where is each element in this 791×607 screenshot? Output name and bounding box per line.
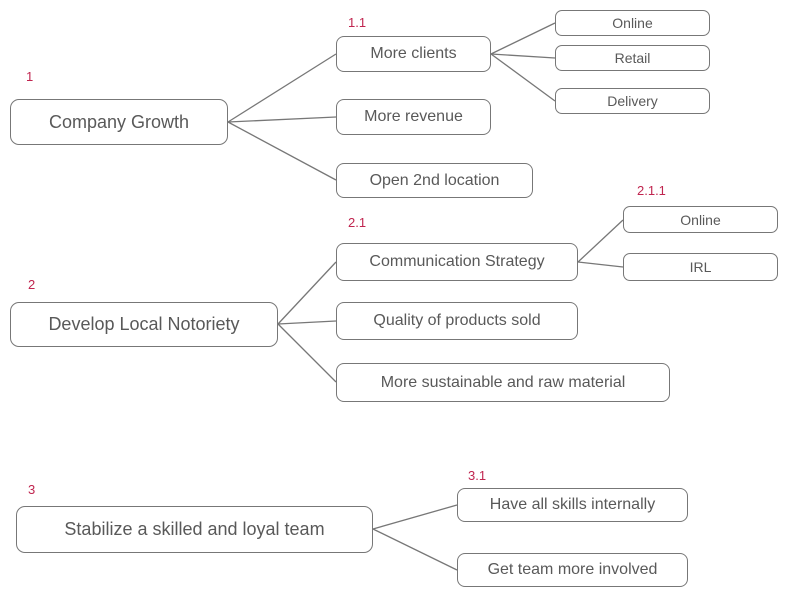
node-online-communication[interactable]: Online [623,206,778,233]
node-irl[interactable]: IRL [623,253,778,281]
node-communication-strategy[interactable]: Communication Strategy [336,243,578,281]
number-label-stabilize-team: 3 [28,482,36,497]
connector-company-growth-more-clients [227,53,337,123]
connector-communication-strategy-online [577,219,624,263]
number-label-online-communication: 2.1.1 [637,183,666,198]
node-online-clients[interactable]: Online [555,10,710,36]
node-retail[interactable]: Retail [555,45,710,71]
node-label-get-team-more-involved: Get team more involved [487,561,658,578]
node-get-team-more-involved[interactable]: Get team more involved [457,553,688,587]
connector-company-growth-more-revenue [227,116,337,123]
connector-more-clients-delivery [490,53,556,102]
connector-more-clients-online [490,22,556,55]
connector-communication-strategy-irl [577,261,624,268]
node-label-company-growth: Company Growth [48,111,190,132]
node-label-retail: Retail [614,50,651,66]
node-delivery[interactable]: Delivery [555,88,710,114]
connector-develop-local-notoriety-quality-of-products-sold [277,320,337,325]
node-label-open-2nd-location: Open 2nd location [369,171,500,189]
node-open-2nd-location[interactable]: Open 2nd location [336,163,533,198]
node-more-clients[interactable]: More clients [336,36,491,72]
node-develop-local-notoriety[interactable]: Develop Local Notoriety [10,302,278,347]
node-label-more-clients: More clients [370,45,457,62]
number-label-more-clients: 1.1 [348,15,367,30]
connector-more-clients-retail [490,53,556,59]
node-quality-of-products-sold[interactable]: Quality of products sold [336,302,578,340]
number-label-company-growth: 1 [26,69,34,84]
connector-develop-local-notoriety-more-sustainable [277,323,337,383]
node-label-quality-of-products-sold: Quality of products sold [373,312,541,329]
node-label-develop-local-notoriety: Develop Local Notoriety [48,314,240,334]
node-company-growth[interactable]: Company Growth [10,99,228,145]
connector-stabilize-team-get-team-more-involved [372,528,458,571]
node-more-sustainable-and-raw-material[interactable]: More sustainable and raw material [336,363,670,402]
node-label-communication-strategy: Communication Strategy [369,253,545,270]
node-more-revenue[interactable]: More revenue [336,99,491,135]
node-stabilize-team[interactable]: Stabilize a skilled and loyal team [16,506,373,553]
node-label-have-all-skills-internally: Have all skills internally [489,496,656,513]
node-label-more-sustainable-and-raw-material: More sustainable and raw material [380,373,626,391]
connector-develop-local-notoriety-communication-strategy [277,261,337,325]
node-have-all-skills-internally[interactable]: Have all skills internally [457,488,688,522]
number-label-have-all-skills-internally: 3.1 [468,468,487,483]
connector-stabilize-team-have-all-skills [372,504,458,530]
number-label-develop-local-notoriety: 2 [28,277,36,292]
number-label-communication-strategy: 2.1 [348,215,367,230]
node-label-irl: IRL [689,259,712,275]
node-label-delivery: Delivery [607,93,658,109]
node-label-online-communication: Online [680,211,721,228]
node-label-stabilize-team: Stabilize a skilled and loyal team [64,519,325,539]
node-label-online-clients: Online [612,15,653,31]
connector-company-growth-open-2nd-location [227,121,337,181]
node-label-more-revenue: More revenue [364,108,463,125]
